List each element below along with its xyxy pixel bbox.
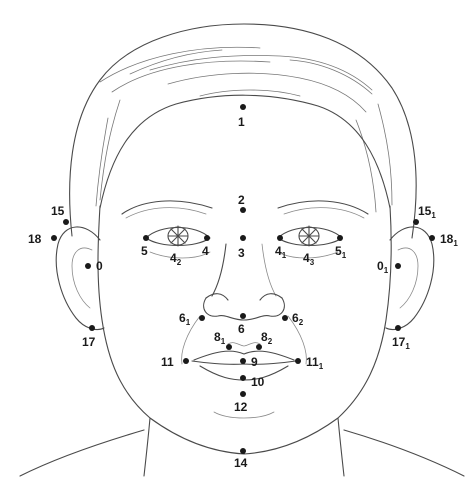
landmark-4-sub2-label: 42 bbox=[170, 251, 182, 267]
nose-bridge bbox=[212, 244, 226, 296]
right-ear bbox=[386, 227, 434, 330]
landmark-17-sub1-label: 171 bbox=[392, 335, 410, 351]
landmark-0-sub1-label: 01 bbox=[377, 259, 389, 275]
landmark-18-label: 18 bbox=[28, 232, 42, 246]
landmark-9-label: 9 bbox=[251, 355, 258, 369]
landmark-6-label: 6 bbox=[238, 322, 245, 336]
landmark-8-sub1-dot bbox=[226, 344, 232, 350]
landmark-0-dot bbox=[85, 263, 91, 269]
landmark-5-sub1-label: 51 bbox=[335, 244, 347, 260]
landmark-11-label: 11 bbox=[161, 355, 174, 369]
landmark-17-label: 17 bbox=[82, 335, 96, 349]
landmark-0-label: 0 bbox=[96, 259, 103, 273]
landmark-9-dot bbox=[240, 358, 246, 364]
landmark-15-dot bbox=[63, 219, 69, 225]
landmark-14-dot bbox=[240, 448, 246, 454]
neck-right bbox=[338, 418, 344, 476]
landmark-15-label: 15 bbox=[51, 204, 65, 218]
landmark-4-sub1-label: 41 bbox=[275, 244, 287, 260]
landmark-1-label: 1 bbox=[238, 115, 245, 129]
landmark-11-sub1-dot bbox=[295, 358, 301, 364]
landmark-6-sub2-dot bbox=[282, 315, 288, 321]
landmark-14-label: 14 bbox=[234, 456, 248, 470]
left-iris bbox=[168, 226, 188, 246]
right-iris bbox=[299, 226, 319, 246]
neck-left bbox=[144, 418, 150, 476]
landmark-6-dot bbox=[240, 313, 246, 319]
collar-right bbox=[344, 430, 464, 476]
hairline bbox=[100, 95, 390, 208]
landmark-17-dot bbox=[89, 325, 95, 331]
landmark-6-sub2-label: 62 bbox=[292, 311, 304, 327]
landmark-5-dot bbox=[143, 235, 149, 241]
landmark-12-dot bbox=[240, 391, 246, 397]
landmark-17-sub1-dot bbox=[395, 325, 401, 331]
landmark-11-sub1-label: 111 bbox=[306, 355, 324, 371]
landmark-5-sub1-dot bbox=[337, 235, 343, 241]
landmark-10-dot bbox=[240, 375, 246, 381]
landmark-4-label: 4 bbox=[202, 244, 209, 258]
landmark-15-sub1-dot bbox=[413, 219, 419, 225]
landmark-8-sub1-label: 81 bbox=[214, 330, 226, 346]
landmark-3-label: 3 bbox=[238, 246, 245, 260]
landmark-8-sub2-label: 82 bbox=[261, 330, 273, 346]
landmark-points: 1234414243551001151511818166162171718182… bbox=[28, 104, 458, 470]
landmark-0-sub1-dot bbox=[395, 263, 401, 269]
landmark-4-dot bbox=[204, 235, 210, 241]
landmark-6-sub1-label: 61 bbox=[179, 311, 191, 327]
landmark-18-sub1-dot bbox=[429, 235, 435, 241]
landmark-8-sub2-dot bbox=[256, 344, 262, 350]
landmark-1-dot bbox=[240, 104, 246, 110]
landmark-4-sub3-label: 43 bbox=[303, 251, 315, 267]
left-ear bbox=[56, 227, 104, 330]
landmark-5-label: 5 bbox=[141, 244, 148, 258]
landmark-15-sub1-label: 151 bbox=[418, 204, 436, 220]
landmark-18-dot bbox=[51, 235, 57, 241]
landmark-12-label: 12 bbox=[234, 400, 248, 414]
hair-strands bbox=[96, 47, 392, 212]
landmark-4-sub1-dot bbox=[277, 235, 283, 241]
landmark-10-label: 10 bbox=[251, 375, 265, 389]
landmark-3-dot bbox=[240, 235, 246, 241]
landmark-11-dot bbox=[183, 358, 189, 364]
landmark-2-dot bbox=[240, 207, 246, 213]
collar-left bbox=[20, 430, 144, 476]
landmark-2-label: 2 bbox=[238, 193, 245, 207]
landmark-6-sub1-dot bbox=[199, 315, 205, 321]
landmark-18-sub1-label: 181 bbox=[440, 232, 458, 248]
